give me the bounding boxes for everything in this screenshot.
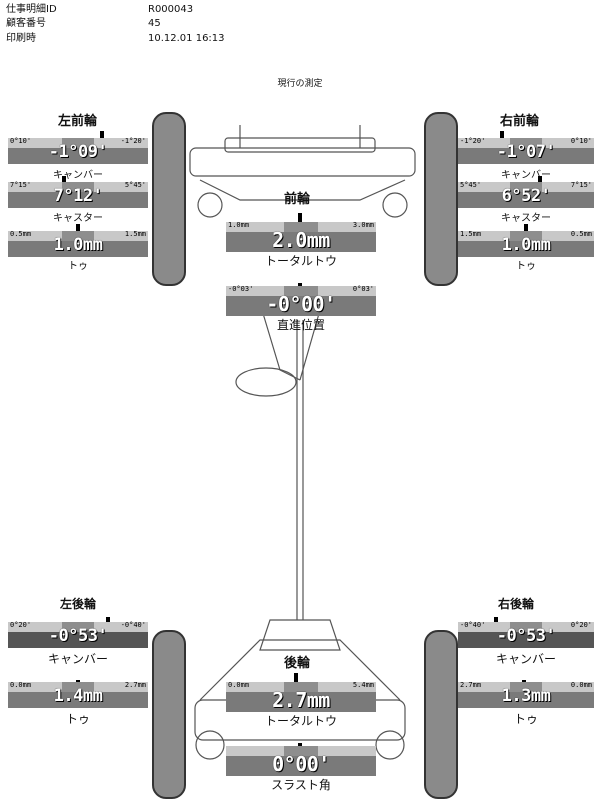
front-left-caster-label: キャスター	[53, 213, 103, 224]
rear-left-camber-gauge: 0°20' -0°40' -0°53'	[8, 621, 148, 648]
rear-right-camber-value: -0°53'	[496, 626, 556, 646]
front-right-toe-max: 0.5mm	[570, 230, 592, 238]
rear-total-toe-value: 2.7mm	[272, 688, 330, 712]
front-right-title: 右前輪	[500, 114, 540, 129]
front-left-camber-min: 0°10'	[10, 137, 32, 145]
front-left-camber-value: -1°09'	[48, 142, 108, 162]
rear-right-toe-min: 2.7mm	[460, 681, 482, 689]
thrust-label: スラスト角	[271, 778, 331, 792]
steering-gauge: -0°03' 0°03' -0°00'	[226, 285, 376, 316]
customer-label: 顧客番号	[6, 18, 46, 29]
front-left-toe-label: トゥ	[68, 261, 88, 272]
front-title: 前輪	[284, 192, 311, 207]
rear-left-toe-min: 0.0mm	[10, 681, 32, 689]
front-total-toe-value: 2.0mm	[272, 228, 330, 252]
rear-left-toe-gauge: 0.0mm 2.7mm 1.4mm	[8, 681, 148, 708]
front-right-camber-label: キャンバー	[501, 170, 551, 181]
front-right-caster-max: 7°15'	[570, 181, 592, 189]
front-left-toe-value: 1.0mm	[53, 235, 103, 255]
rear-left-toe-label: トゥ	[65, 712, 90, 726]
front-right-camber-gauge: -1°20' 0°10' -1°07'	[458, 137, 595, 164]
front-left-toe-gauge: 0.5mm 1.5mm 1.0mm	[8, 230, 148, 257]
rear-right-camber-min: -0°40'	[460, 621, 486, 629]
front-left-camber-label: キャンバー	[53, 170, 103, 181]
rear-right-camber-gauge: -0°40' 0°20' -0°53'	[458, 621, 595, 648]
thrust-value: 0°00'	[272, 752, 330, 776]
rear-left-camber-label: キャンバー	[47, 652, 108, 666]
front-right-caster-gauge: 5°45' 7°15' 6°52'	[458, 181, 595, 208]
rear-left-camber-value: -0°53'	[48, 626, 108, 646]
rear-right-toe-gauge: 2.7mm 0.0mm 1.3mm	[458, 681, 595, 708]
rear-total-toe-min: 0.0mm	[228, 681, 250, 689]
rear-left-camber-min: 0°20'	[10, 621, 32, 629]
rear-total-toe-max: 5.4mm	[352, 681, 374, 689]
rear-left-camber-max: -0°40'	[120, 621, 146, 629]
thrust-gauge: 0°00'	[226, 746, 376, 776]
steering-min: -0°03'	[228, 285, 254, 293]
rear-right-title: 右後輪	[498, 597, 535, 611]
rear-left-tire	[152, 630, 186, 799]
rear-right-toe-value: 1.3mm	[501, 686, 551, 706]
rear-left-toe-max: 2.7mm	[124, 681, 146, 689]
front-left-toe-max: 1.5mm	[124, 230, 146, 238]
rear-total-toe-gauge: 0.0mm 5.4mm 2.7mm	[226, 681, 376, 712]
front-right-toe-gauge: 1.5mm 0.5mm 1.0mm	[458, 230, 595, 257]
rear-right-toe-label: トゥ	[513, 712, 538, 726]
front-right-toe-value: 1.0mm	[501, 235, 551, 255]
front-total-toe-label: トータルトウ	[264, 254, 337, 268]
front-right-toe-label: トゥ	[516, 261, 536, 272]
front-left-title: 左前輪	[58, 114, 98, 129]
job-id-value: R000043	[148, 4, 194, 15]
rear-right-tire	[424, 630, 458, 799]
page-caption: 現行の測定	[277, 79, 323, 89]
front-right-caster-value: 6°52'	[501, 186, 551, 206]
rear-right-toe-max: 0.0mm	[570, 681, 592, 689]
rear-left-title: 左後輪	[60, 597, 97, 611]
front-right-camber-max: 0°10'	[570, 137, 592, 145]
front-right-caster-label: キャスター	[501, 213, 551, 224]
front-total-toe-gauge: 1.0mm 3.0mm 2.0mm	[226, 221, 376, 252]
front-right-camber-value: -1°07'	[496, 142, 556, 162]
front-left-camber-gauge: 0°10' -1°20' -1°09'	[8, 137, 148, 164]
job-id-label: 仕事明細ID	[6, 4, 57, 15]
front-right-toe-min: 1.5mm	[460, 230, 482, 238]
front-total-toe-max: 3.0mm	[352, 221, 374, 229]
steering-value: -0°00'	[266, 292, 336, 316]
front-left-caster-max: 5°45'	[124, 181, 146, 189]
front-left-tire	[152, 112, 186, 286]
printed-value: 10.12.01 16:13	[148, 33, 225, 44]
front-left-caster-gauge: 7°15' 5°45' 7°12'	[8, 181, 148, 208]
front-left-toe-min: 0.5mm	[10, 230, 32, 238]
steering-label: 直進位置	[276, 318, 325, 332]
front-left-caster-value: 7°12'	[53, 186, 103, 206]
front-left-camber-max: -1°20'	[120, 137, 146, 145]
front-right-camber-min: -1°20'	[460, 137, 486, 145]
rear-total-toe-label: トータルトウ	[264, 714, 337, 728]
rear-title: 後輪	[284, 656, 311, 671]
rear-right-camber-max: 0°20'	[570, 621, 592, 629]
front-right-tire	[424, 112, 458, 286]
front-right-caster-min: 5°45'	[460, 181, 482, 189]
rear-right-camber-label: キャンバー	[495, 652, 556, 666]
customer-value: 45	[148, 18, 161, 29]
steering-max: 0°03'	[352, 285, 374, 293]
front-left-caster-min: 7°15'	[10, 181, 32, 189]
printed-label: 印刷時	[6, 33, 36, 44]
rear-left-toe-value: 1.4mm	[53, 686, 103, 706]
front-total-toe-min: 1.0mm	[228, 221, 250, 229]
